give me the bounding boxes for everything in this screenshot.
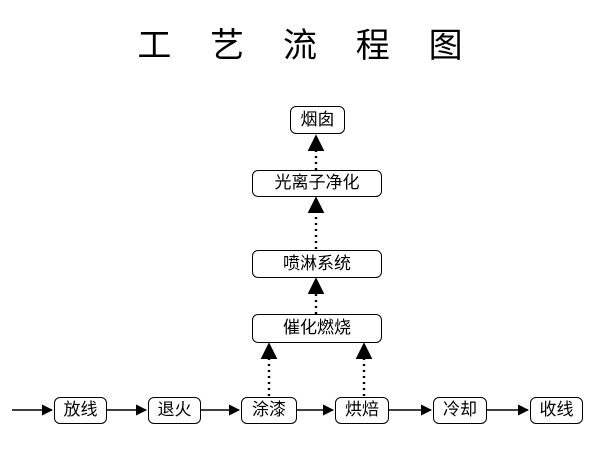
node-lengque: 冷却 bbox=[433, 397, 487, 424]
node-hongbei: 烘焙 bbox=[335, 397, 389, 424]
diagram-title: 工 艺 流 程 图 bbox=[137, 26, 477, 66]
node-yancong: 烟囱 bbox=[290, 106, 345, 134]
node-tuqi: 涂漆 bbox=[241, 397, 297, 424]
node-cuihua: 催化燃烧 bbox=[252, 314, 382, 343]
node-fangxian: 放线 bbox=[54, 397, 107, 424]
node-tuihuo: 退火 bbox=[148, 397, 201, 424]
node-penlin: 喷淋系统 bbox=[252, 250, 382, 278]
node-shouxian: 收线 bbox=[530, 397, 583, 424]
node-guanglizi: 光离子净化 bbox=[252, 170, 382, 197]
